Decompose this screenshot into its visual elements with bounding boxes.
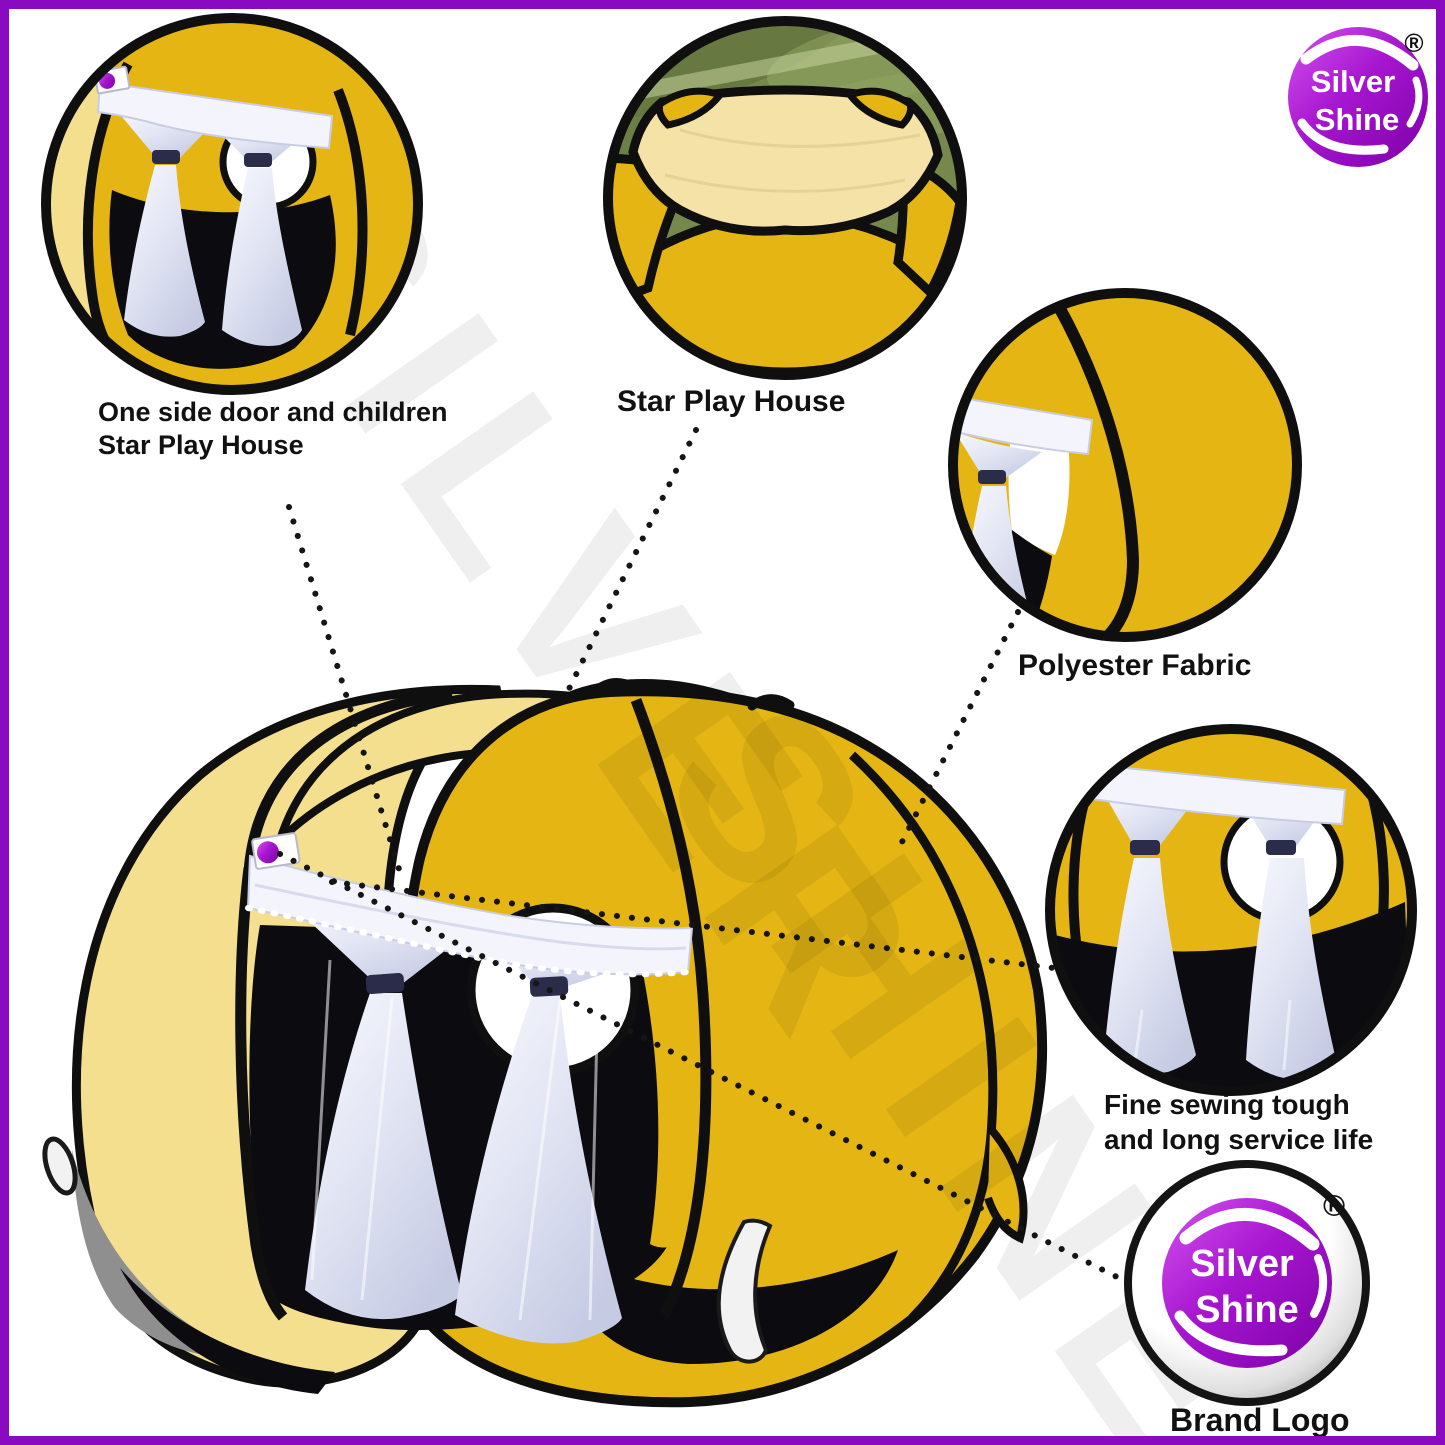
main-tent-illustration: [42, 678, 1048, 1408]
inset-door-circle: [41, 13, 423, 395]
callout-label-sewing-line2: and long service life: [1104, 1123, 1374, 1155]
logo-swoosh-icon: [1300, 35, 1419, 71]
svg-text:Silver: Silver: [1311, 64, 1395, 99]
callout-label-brand-logo: Brand Logo: [1170, 1402, 1350, 1438]
callout-label-star-top: Star Play House: [617, 385, 846, 418]
callout-line-logo: [277, 851, 1120, 1280]
callout-line-door: [286, 504, 402, 872]
svg-text:Silver: Silver: [1190, 1243, 1294, 1285]
callout-label-fabric: Polyester Fabric: [1018, 649, 1252, 682]
callout-line-sewing: [329, 879, 1057, 971]
side-loop: [42, 1136, 78, 1196]
callout-label-sewing-line1: Fine sewing tough: [1104, 1089, 1350, 1120]
inset-sewing-circle: [1045, 724, 1417, 1096]
strap-loop: [716, 1218, 773, 1364]
brand-logo-corner: Silver Shine ®: [1288, 27, 1428, 167]
callout-label-door: One side door and children Star Play Hou…: [98, 396, 448, 463]
callout-label-sewing: Fine sewing tough and long service life: [1104, 1088, 1373, 1157]
brand-logo-badge: Silver Shine ®: [1124, 1160, 1370, 1406]
callout-lines: [277, 427, 1120, 1280]
callout-line-fabric: [896, 609, 1021, 851]
registered-mark: ®: [1404, 28, 1423, 58]
tent-brand-tag: [251, 832, 301, 870]
svg-text:Shine: Shine: [1315, 102, 1399, 137]
callout-label-door-line2: Star Play House: [98, 430, 304, 461]
callout-label-door-line1: One side door and children: [98, 397, 448, 427]
inset-star-top-circle: [603, 16, 967, 380]
inset-fabric-circle: [948, 288, 1302, 642]
svg-text:Shine: Shine: [1195, 1289, 1298, 1331]
registered-mark: ®: [1323, 1190, 1345, 1223]
